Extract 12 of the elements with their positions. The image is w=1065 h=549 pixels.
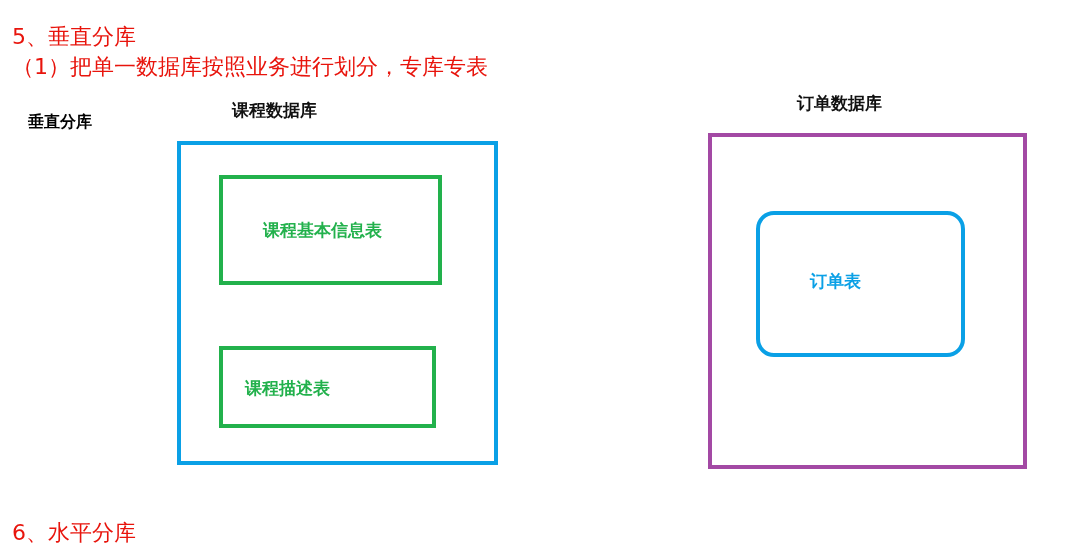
table-name: 订单表 [810,270,861,293]
table-box [219,175,442,285]
table-box [219,346,436,428]
section-label: 垂直分库 [28,112,92,133]
heading-text: （1）把单一数据库按照业务进行划分，专库专表 [12,53,488,81]
heading-text: 5、垂直分库 [12,23,136,51]
table-box [756,211,965,357]
heading-text: 6、水平分库 [12,519,136,547]
table-name: 课程描述表 [245,377,330,400]
database-title: 订单数据库 [797,92,882,115]
database-title: 课程数据库 [232,99,317,122]
table-name: 课程基本信息表 [263,219,382,242]
